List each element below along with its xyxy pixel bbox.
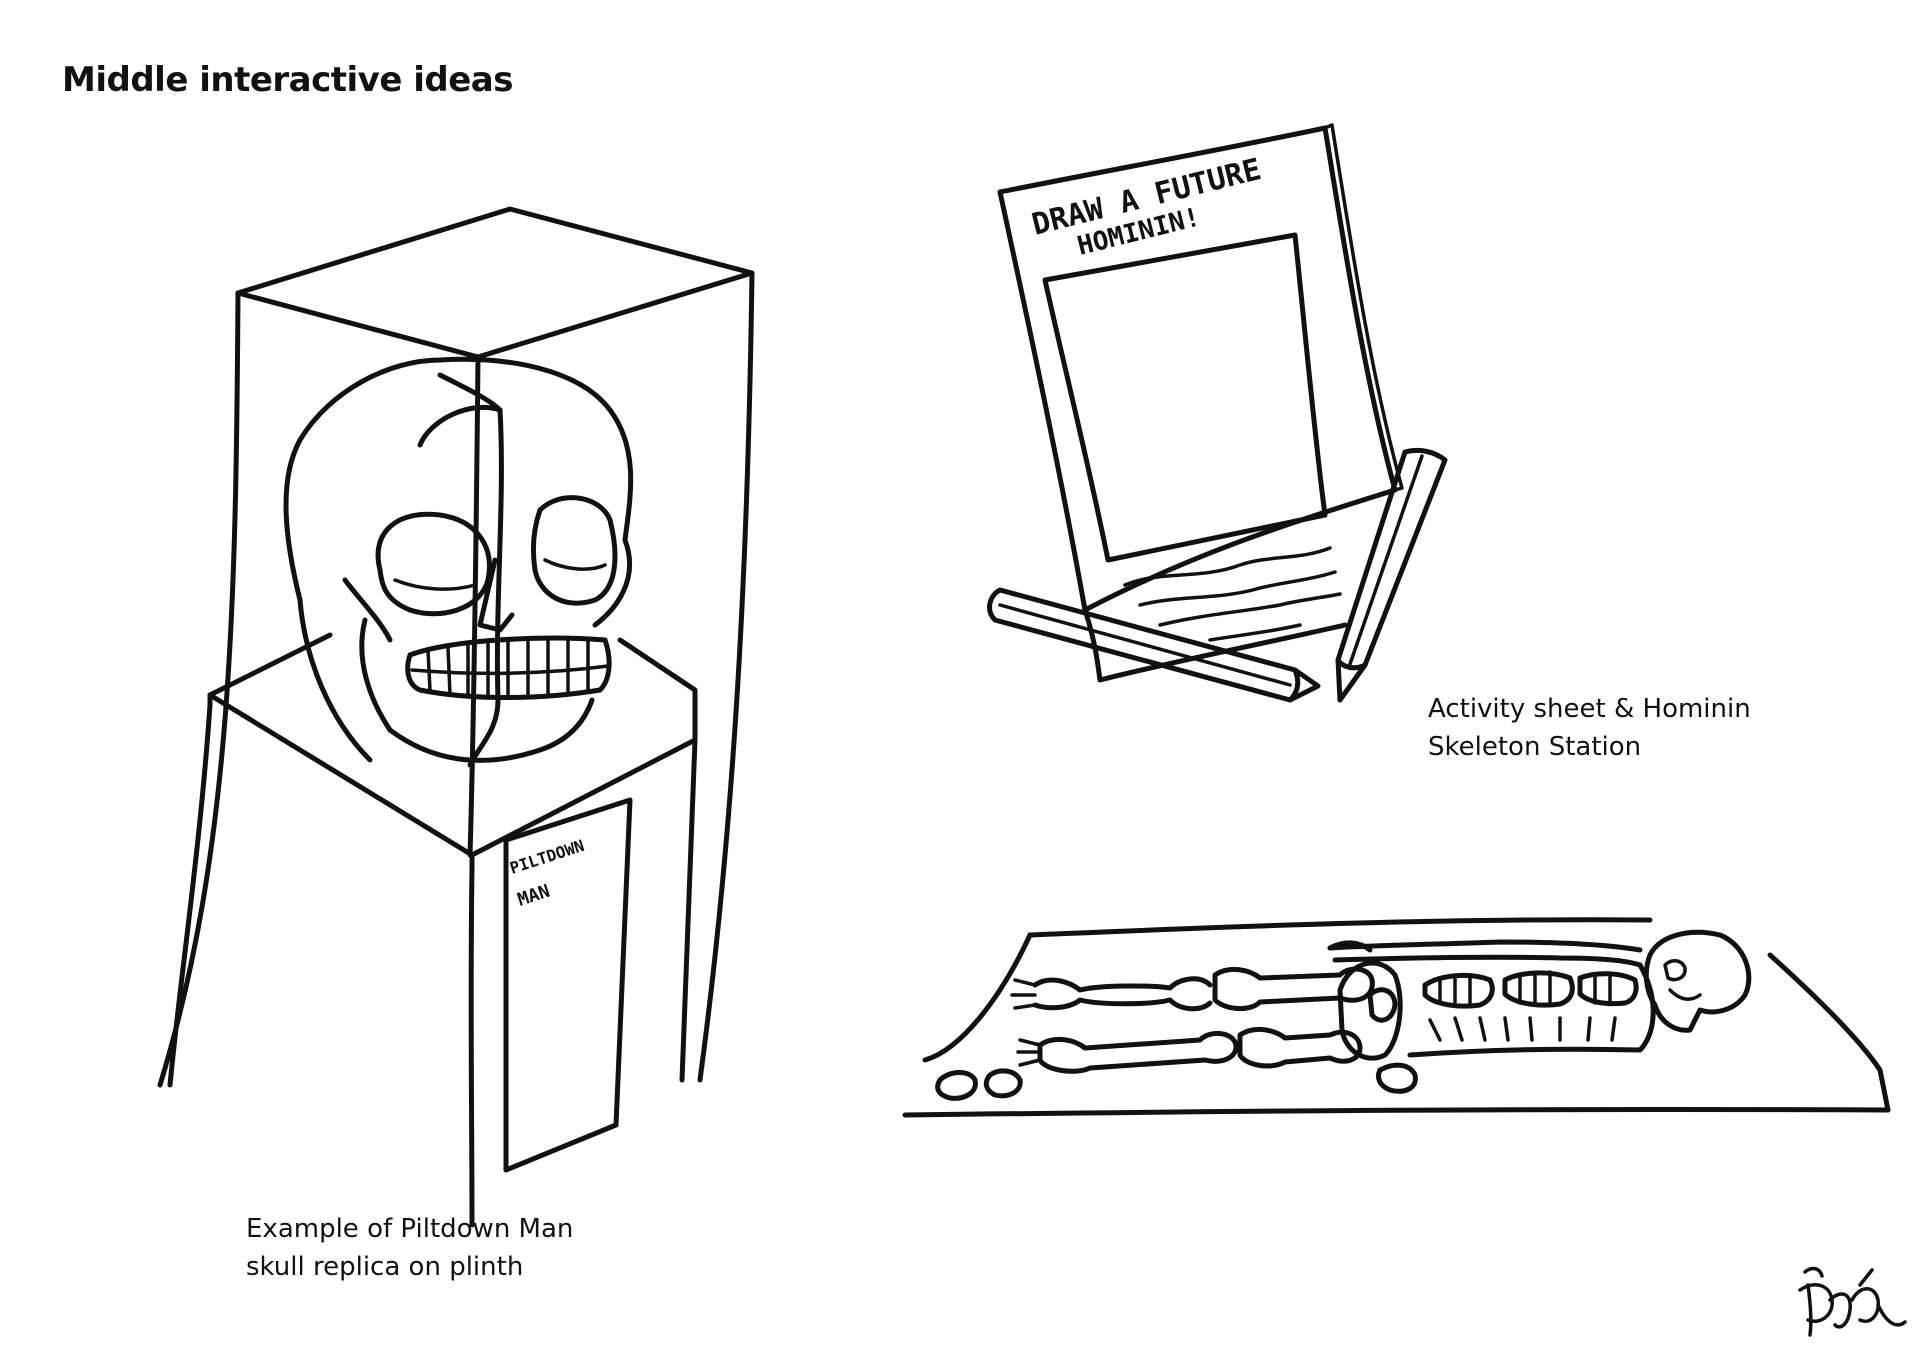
signature-mark	[1798, 1266, 1907, 1337]
skeleton-mat-illustration	[902, 917, 1891, 1118]
skull-plinth-caption-line2: skull replica on plinth	[246, 1252, 524, 1282]
activity-station-caption: Activity sheet & Hominin Skeleton Statio…	[1428, 690, 1751, 766]
skull-plinth-caption-line1: Example of Piltdown Man	[246, 1214, 574, 1244]
activity-sheet-illustration: DRAW A FUTURE HOMININ!	[987, 123, 1448, 703]
plinth-label-line1: PILTDOWN	[507, 836, 586, 878]
page-title: Middle interactive ideas	[62, 60, 513, 100]
plinth-label-line2: MAN	[515, 881, 552, 911]
activity-station-caption-line2: Skeleton Station	[1428, 732, 1642, 762]
activity-station-caption-line1: Activity sheet & Hominin	[1428, 694, 1751, 724]
skull-plinth-caption: Example of Piltdown Man skull replica on…	[246, 1210, 573, 1286]
skull-plinth-illustration: PILTDOWN MAN	[157, 206, 755, 1228]
